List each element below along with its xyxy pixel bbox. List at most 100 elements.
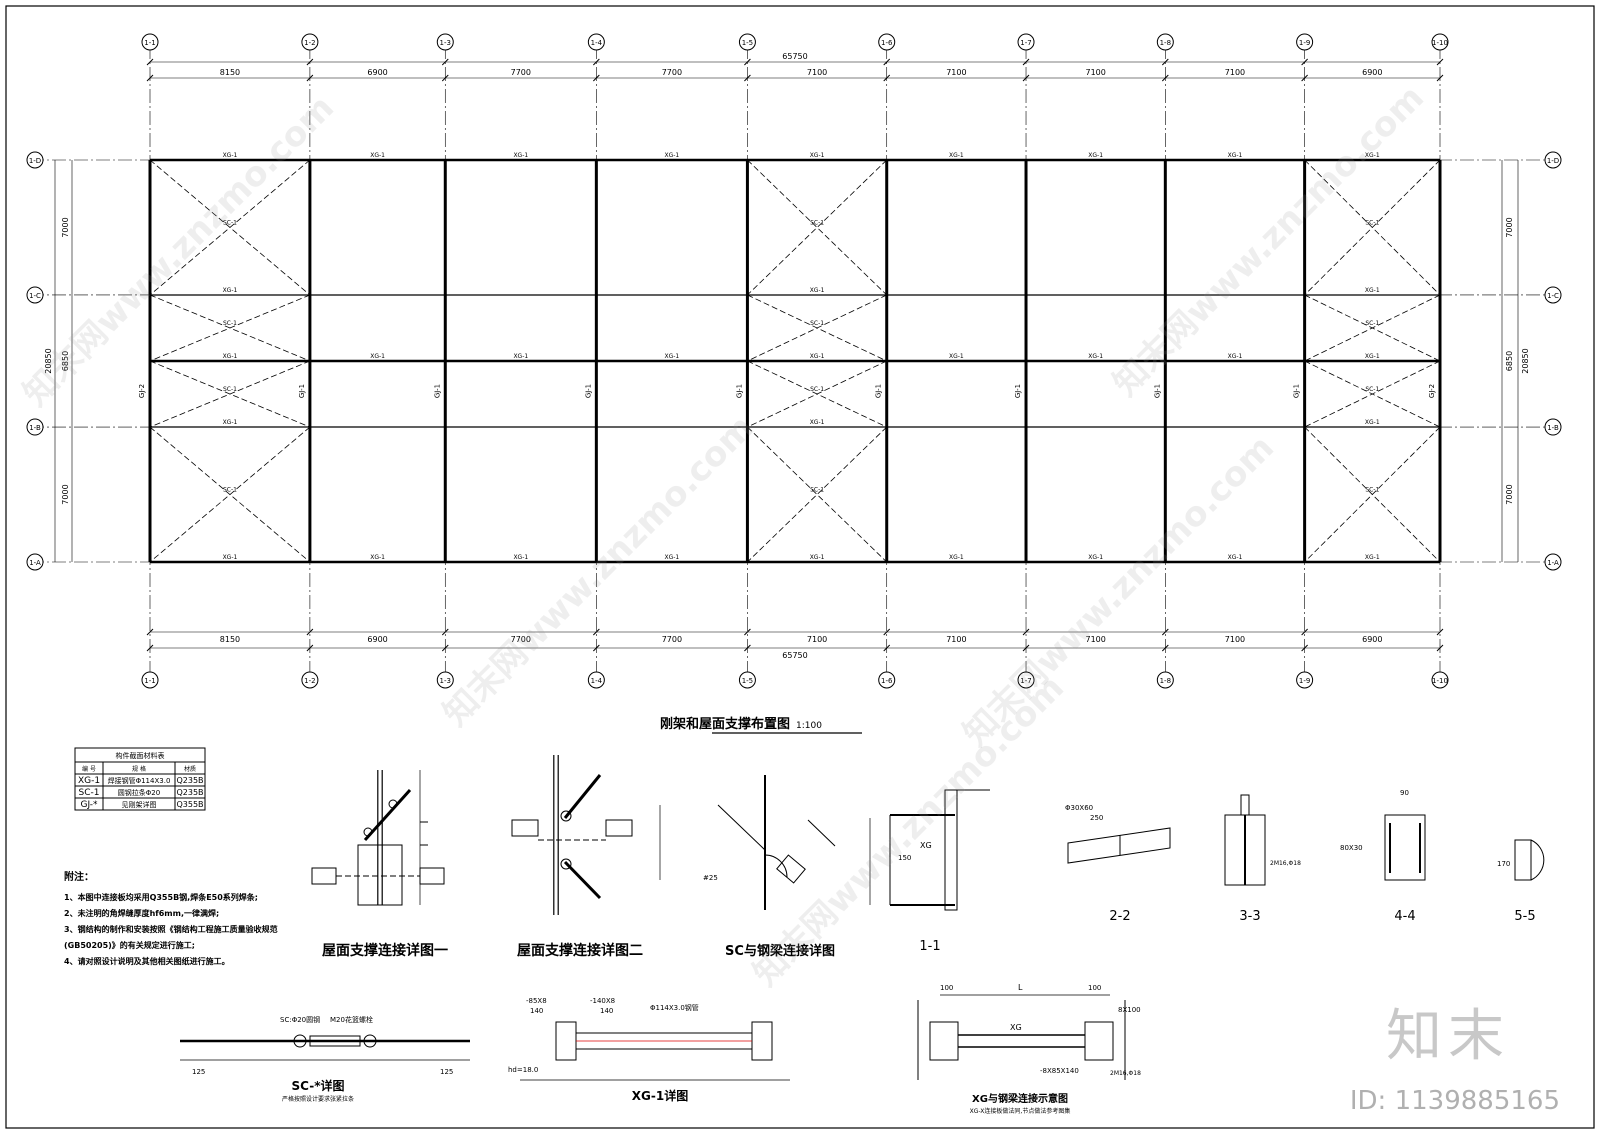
section-3-3: 3-3 2M16,Φ18	[1224, 794, 1301, 924]
beam-label: XG-1	[665, 554, 680, 561]
axis-label-col: 1-1	[144, 39, 155, 47]
sc-detail-title: SC-*详图	[292, 1078, 345, 1093]
axis-bubble-col	[436, 33, 454, 51]
dim-tick	[1161, 628, 1169, 636]
axis-bubble-col	[1431, 671, 1449, 689]
dim-tick	[744, 644, 751, 652]
dim-span: 7100	[1085, 635, 1105, 644]
dim-bay: 6850	[61, 351, 70, 371]
axis-label-col: 1-8	[1160, 677, 1171, 685]
axis-bubble-col	[1017, 671, 1035, 689]
label-90: 90	[1400, 789, 1409, 797]
axis-label-col: 1-2	[304, 677, 315, 685]
brace-sc	[1304, 426, 1441, 563]
beam-label: XG-1	[1088, 152, 1103, 159]
axis-label-col: 1-9	[1299, 677, 1310, 685]
axis-label-row: 1-D	[29, 157, 41, 165]
label-125-right: 125	[440, 1068, 453, 1076]
brace-sc	[747, 159, 888, 296]
frame-label: GJ-2	[138, 384, 146, 398]
table-cell: 圆钢拉条Φ20	[118, 788, 160, 797]
label-100-right: 100	[1088, 984, 1101, 992]
beam-label: XG-1	[1228, 152, 1243, 159]
dim-bay: 7000	[61, 217, 70, 237]
detail-roof-brace-2: 屋面支撑连接详图二	[511, 755, 661, 959]
label-170: 170	[1497, 860, 1510, 868]
dim-span: 7100	[946, 635, 966, 644]
dim-span: 7100	[1225, 68, 1245, 77]
brace-label: SC-1	[1365, 219, 1379, 226]
dim-tick	[441, 644, 449, 652]
table-cell: Q355B	[176, 800, 203, 809]
frame-label: GJ-1	[1293, 384, 1301, 398]
plan-title: 刚架和屋面支撑布置图	[660, 716, 790, 732]
axis-bubble-row	[26, 286, 44, 304]
sc-detail-sub: 严格按照设计要求张紧拉条	[282, 1095, 354, 1103]
dim-span: 7700	[662, 635, 682, 644]
label-80x30: 80X30	[1340, 844, 1363, 852]
brand-logo: 知末	[1386, 1004, 1510, 1069]
label-L: L	[1018, 983, 1023, 992]
axis-label-row: 1-C	[1547, 292, 1559, 300]
beam-label: XG-1	[810, 287, 825, 294]
label-140-b: 140	[600, 1007, 613, 1015]
dim-tick	[306, 74, 314, 82]
table-cell: Q235B	[176, 788, 203, 797]
note-item: 4、请对照设计说明及其他相关图纸进行施工。	[64, 956, 230, 966]
label-8x100: 8X100	[1118, 1006, 1141, 1014]
axis-bubble-col	[878, 33, 896, 51]
table-title: 构件截面材料表	[116, 751, 165, 760]
dim-tick	[592, 628, 600, 636]
axis-bubble-col	[878, 671, 896, 689]
table-cell: 焊接钢管Φ114X3.0	[108, 776, 171, 785]
dim-span: 6900	[367, 68, 387, 77]
brace-label: SC-1	[1365, 320, 1379, 327]
dim-span: 7100	[1225, 635, 1245, 644]
sheet-border	[5, 5, 1595, 1129]
axis-label-col: 1-2	[304, 39, 315, 47]
dim-span: 7100	[807, 68, 827, 77]
dim-tick	[441, 628, 449, 636]
section-1-1: 1-1 XG 150	[869, 789, 990, 954]
xg-1-detail: XG-1详图 -85X8 140 -140X8 140 Φ114X3.0钢管 h…	[508, 997, 790, 1103]
brace-sc	[747, 426, 888, 563]
dim-tick	[441, 74, 449, 82]
table-cell: SC-1	[79, 788, 100, 798]
dim-tick	[592, 58, 600, 66]
dim-tick	[1022, 58, 1030, 66]
axis-label-col: 1-4	[591, 39, 603, 47]
dim-bay: 7000	[1505, 217, 1514, 237]
beam-label: XG-1	[513, 554, 528, 561]
dim-tick	[1436, 628, 1444, 636]
label-250: 250	[1090, 814, 1103, 822]
dim-span: 6900	[1362, 635, 1382, 644]
note-item: 3、钢结构的制作和安装按照《钢结构工程施工质量验收规范	[64, 924, 278, 934]
dim-tick	[592, 74, 600, 82]
axis-label-col: 1-5	[742, 39, 753, 47]
axis-label-col: 1-7	[1020, 677, 1031, 685]
label-m20: M20花篮螺栓	[330, 1015, 373, 1024]
brace-label: SC-1	[810, 487, 824, 494]
axis-label-row: 1-C	[29, 292, 41, 300]
axis-label-col: 1-5	[742, 677, 753, 685]
axis-bubble-col	[1156, 671, 1174, 689]
dim-tick	[1301, 628, 1308, 636]
brace-sc	[149, 159, 311, 296]
label-140x8: -140X8	[590, 997, 615, 1005]
axis-label-row: 1-D	[1547, 157, 1559, 165]
dim-tick	[883, 74, 891, 82]
table-cell: GJ-*	[80, 800, 98, 810]
notes-title: 附注：	[64, 870, 94, 883]
axis-bubble-col	[587, 33, 605, 51]
axis-label-row: 1-A	[1547, 559, 1559, 567]
beam-label: XG-1	[1228, 554, 1243, 561]
dim-tick	[744, 74, 751, 82]
axis-bubble-col	[738, 33, 756, 51]
beam-label: XG-1	[223, 353, 238, 360]
dim-span: 7700	[511, 635, 531, 644]
dim-tick	[1022, 74, 1030, 82]
xg-conn-title: XG与钢梁连接示意图	[972, 1092, 1068, 1105]
axis-bubble-row	[26, 151, 44, 169]
label-8x85: -8X85X140	[1040, 1067, 1079, 1075]
brace-label: SC-1	[1365, 386, 1379, 393]
